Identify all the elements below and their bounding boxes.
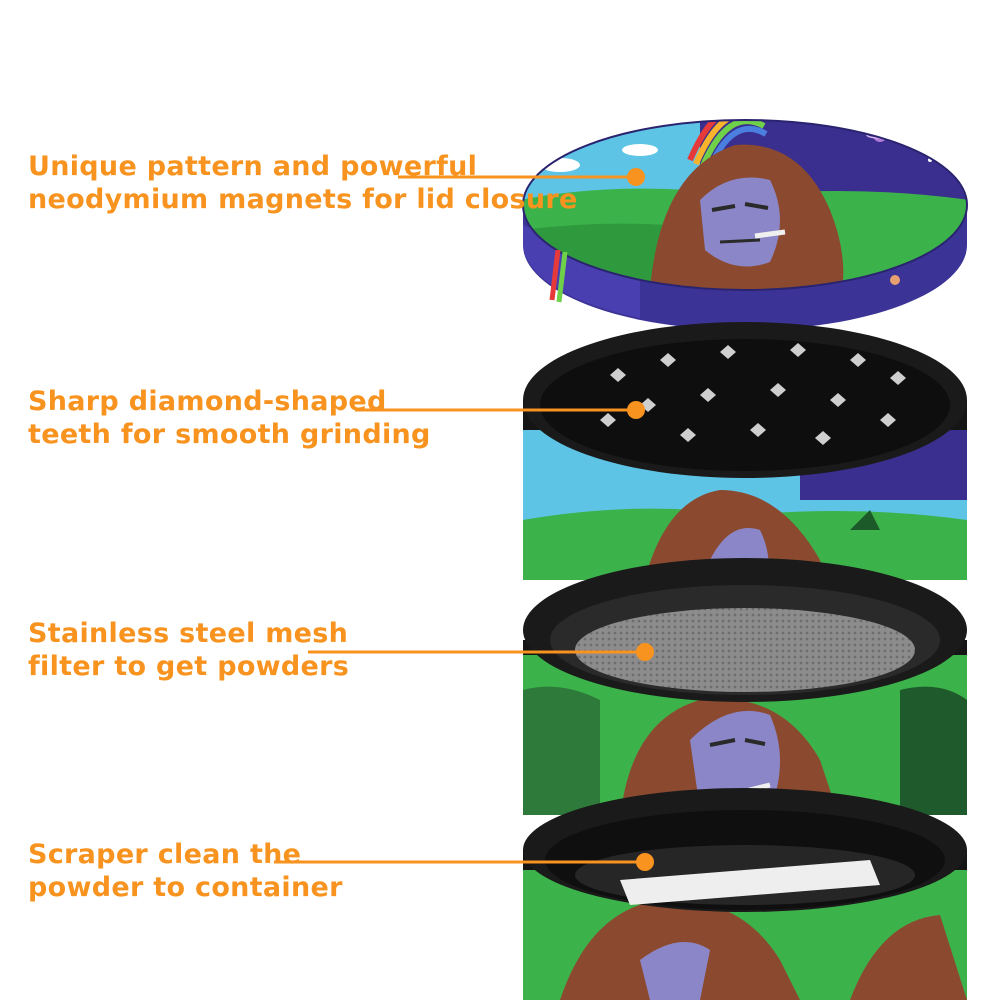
grinder-mesh-chamber [523,558,967,815]
callout-lines [274,168,654,871]
dot-marker-icon [627,168,645,186]
callout-mesh-line1: Stainless steel mesh [28,618,349,649]
dot-marker-icon [636,643,654,661]
grinder-teeth-chamber [523,322,967,580]
callout-scraper: Scraper clean the powder to container [28,838,343,904]
callout-teeth-line2: teeth for smooth grinding [28,419,431,450]
callout-mesh-line2: filter to get powders [28,651,350,682]
callout-teeth-line1: Sharp diamond-shaped [28,386,387,417]
callout-scraper-line2: powder to container [28,872,343,903]
grinder-container [523,788,967,1000]
callout-lid: Unique pattern and powerful neodymium ma… [28,150,578,216]
grinder-lid [522,119,968,330]
scraper [620,860,880,905]
dot-marker-icon [636,853,654,871]
mesh-filter [575,608,915,692]
callout-scraper-line1: Scraper clean the [28,839,302,870]
callout-lid-line1: Unique pattern and powerful [28,151,478,182]
callout-mesh: Stainless steel mesh filter to get powde… [28,617,349,683]
callout-teeth: Sharp diamond-shaped teeth for smooth gr… [28,385,431,451]
dot-marker-icon [627,401,645,419]
callout-lid-line2: neodymium magnets for lid closure [28,184,578,215]
